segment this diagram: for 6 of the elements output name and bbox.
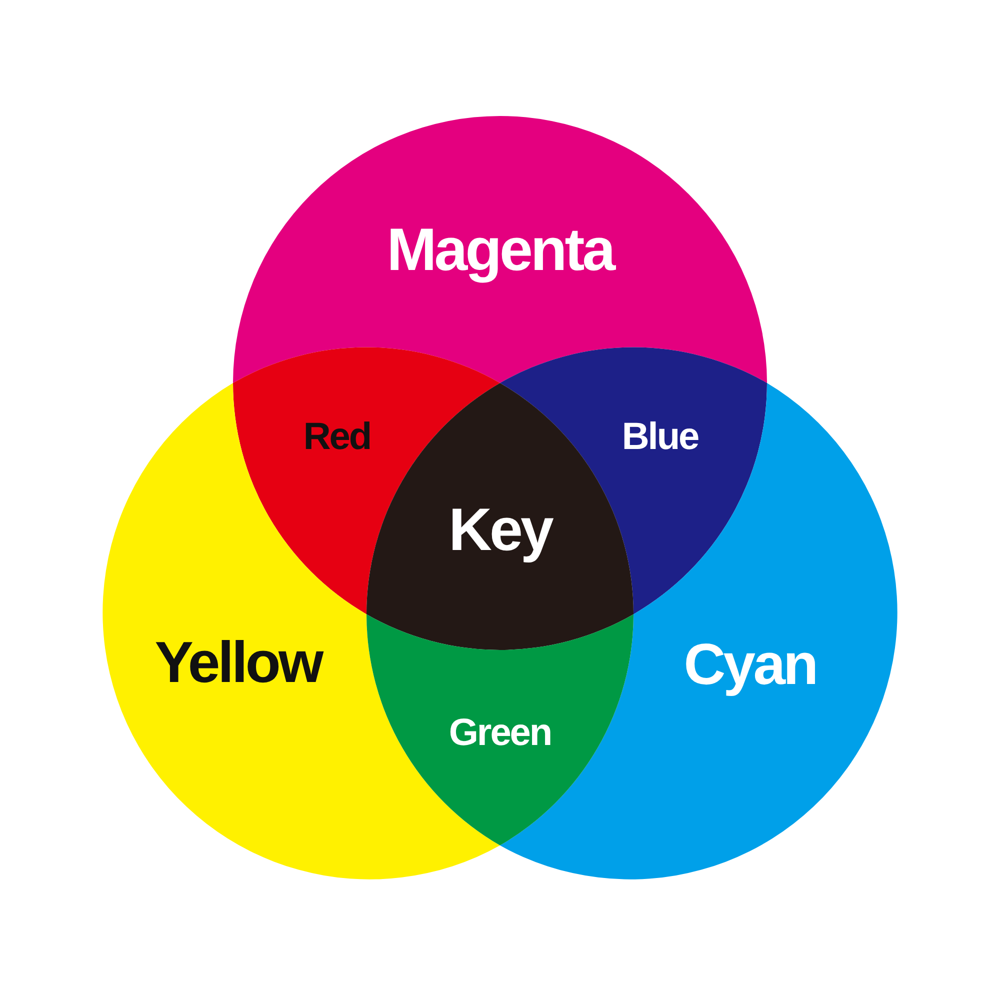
circle-label: Cyan	[684, 636, 816, 694]
circle-label: Yellow	[154, 634, 322, 692]
region-label: Blue	[622, 418, 698, 456]
region-label: Key	[448, 500, 552, 560]
region-label: Green	[448, 714, 552, 752]
region-label: Red	[303, 418, 371, 456]
